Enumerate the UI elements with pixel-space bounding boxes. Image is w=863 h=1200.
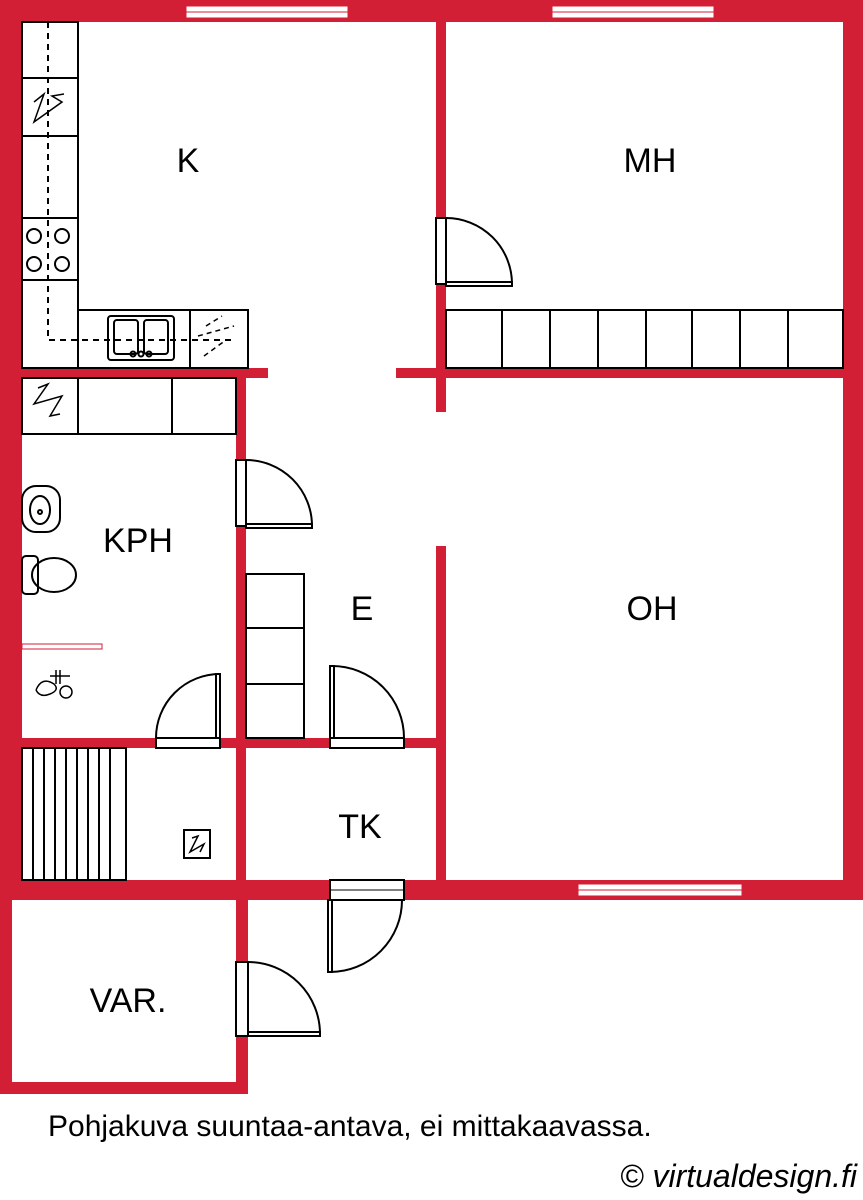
sauna-bench bbox=[21, 747, 211, 881]
sink-icon bbox=[107, 315, 175, 361]
stove-burner-icon bbox=[26, 228, 42, 244]
label-kitchen: K bbox=[177, 142, 200, 180]
label-living-room: OH bbox=[627, 590, 678, 628]
walls bbox=[0, 0, 863, 1094]
fridge-icon bbox=[32, 91, 65, 125]
door-bathroom-hall bbox=[235, 459, 314, 529]
label-hall: E bbox=[351, 590, 374, 628]
kitchen-fixtures bbox=[21, 21, 249, 369]
washer-icon bbox=[32, 382, 64, 418]
toilet-icon bbox=[21, 555, 39, 595]
wall-storage-bottom bbox=[0, 1082, 248, 1094]
wall-right bbox=[843, 0, 863, 900]
windows bbox=[185, 5, 743, 897]
bathroom-fixtures bbox=[21, 377, 237, 699]
kitchen-counter-left bbox=[21, 21, 79, 369]
dishwasher-icon bbox=[197, 315, 235, 357]
door-storage bbox=[235, 961, 322, 1037]
room-labels: K MH KPH E OH TK VAR. bbox=[90, 142, 678, 1020]
wall-tk-top bbox=[0, 738, 446, 748]
wall-hall-stub bbox=[396, 368, 863, 378]
wall-kph-e bbox=[236, 378, 246, 900]
copyright-credit: © virtualdesign.fi bbox=[619, 1158, 857, 1194]
wall-kitchen-bath bbox=[0, 368, 268, 378]
door-closet bbox=[329, 664, 405, 749]
wall-k-mh bbox=[436, 0, 446, 412]
sauna-stove-icon bbox=[183, 829, 211, 859]
hall-wardrobe bbox=[245, 573, 305, 739]
shower-icon bbox=[35, 680, 57, 697]
label-walk-in-closet: TK bbox=[338, 808, 382, 846]
washbasin-icon bbox=[21, 485, 61, 533]
disclaimer-note: Pohjakuva suuntaa-antava, ei mittakaavas… bbox=[48, 1110, 652, 1143]
wall-top bbox=[0, 0, 863, 22]
door-bedroom bbox=[435, 217, 514, 287]
label-bedroom: MH bbox=[624, 142, 677, 180]
kitchen-counter-bottom bbox=[77, 309, 249, 369]
label-bathroom: KPH bbox=[103, 522, 173, 560]
bathroom-cabinets bbox=[21, 377, 237, 435]
wall-storage-left bbox=[0, 880, 12, 1094]
bedroom-wardrobe bbox=[445, 309, 844, 369]
wall-e-oh bbox=[436, 546, 446, 900]
door-entrance bbox=[327, 879, 405, 974]
shower-rail bbox=[21, 643, 103, 650]
door-bathroom-sauna bbox=[155, 672, 221, 749]
doors bbox=[155, 217, 514, 1037]
wall-left bbox=[0, 0, 22, 900]
kitchen-wall-cabinets bbox=[47, 22, 236, 341]
label-storage: VAR. bbox=[90, 982, 167, 1020]
